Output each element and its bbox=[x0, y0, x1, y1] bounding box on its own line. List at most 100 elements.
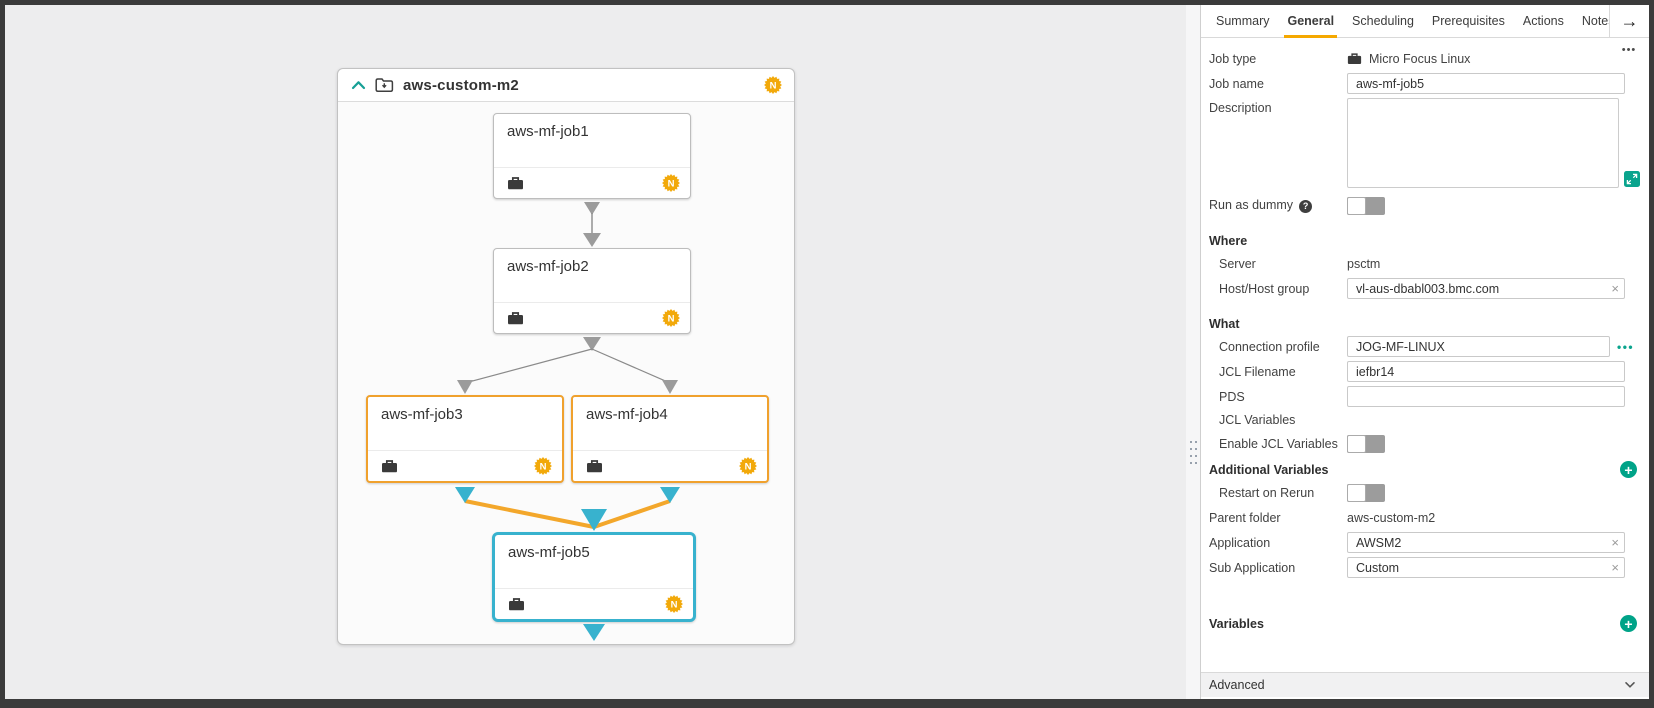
pds-label: PDS bbox=[1219, 389, 1245, 404]
new-status-badge-icon: N bbox=[764, 76, 782, 94]
job-footer: N bbox=[495, 588, 693, 619]
svg-text:N: N bbox=[745, 461, 752, 472]
tab-prerequisites[interactable]: Prerequisites bbox=[1431, 14, 1505, 28]
variables-section-header: Variables + bbox=[1209, 614, 1637, 634]
server-label: Server bbox=[1219, 256, 1256, 271]
job-type-row: Job type Micro Focus Linux bbox=[1209, 46, 1633, 71]
pds-row: PDS bbox=[1209, 384, 1633, 409]
host-input[interactable] bbox=[1347, 278, 1625, 299]
application-input[interactable] bbox=[1347, 532, 1625, 553]
panel-tabbar: Summary General Scheduling Prerequisites… bbox=[1201, 5, 1649, 38]
connection-profile-row: Connection profile ••• bbox=[1209, 334, 1633, 359]
folder-header[interactable]: aws-custom-m2 N bbox=[338, 69, 794, 102]
panel-header-actions: → ••• bbox=[1609, 5, 1649, 58]
job-node-aws-mf-job3[interactable]: aws-mf-job3 N bbox=[366, 395, 564, 483]
tab-notes[interactable]: Notes bbox=[1581, 14, 1615, 28]
job-node-aws-mf-job1[interactable]: aws-mf-job1 N bbox=[493, 113, 691, 199]
toggle-knob bbox=[1347, 196, 1366, 215]
sub-application-label: Sub Application bbox=[1209, 560, 1296, 575]
jcl-filename-label: JCL Filename bbox=[1219, 364, 1296, 379]
additional-variables-section-header: Additional Variables + bbox=[1209, 460, 1637, 480]
job-type-value: Micro Focus Linux bbox=[1369, 51, 1471, 66]
tab-general[interactable]: General bbox=[1278, 5, 1343, 38]
job-node-aws-mf-job2[interactable]: aws-mf-job2 N bbox=[493, 248, 691, 334]
properties-panel: → ••• Summary General Scheduling Prerequ… bbox=[1200, 5, 1649, 699]
server-value: psctm bbox=[1347, 256, 1381, 271]
jcl-variables-row: JCL Variables bbox=[1209, 409, 1633, 431]
advanced-label: Advanced bbox=[1209, 678, 1265, 692]
sub-application-row: Sub Application × bbox=[1209, 555, 1633, 580]
new-status-badge-icon: N bbox=[662, 309, 680, 327]
run-as-dummy-row: Run as dummy? bbox=[1209, 193, 1633, 218]
advanced-section-toggle[interactable]: Advanced bbox=[1201, 672, 1649, 697]
svg-text:N: N bbox=[668, 178, 675, 189]
panel-more-menu-button[interactable]: ••• bbox=[1621, 43, 1637, 56]
connection-profile-label: Connection profile bbox=[1219, 339, 1320, 354]
add-variable-button[interactable]: + bbox=[1620, 461, 1637, 478]
jcl-filename-input[interactable] bbox=[1347, 361, 1625, 382]
tab-scheduling[interactable]: Scheduling bbox=[1352, 14, 1414, 28]
pds-input[interactable] bbox=[1347, 386, 1625, 407]
chevron-up-icon[interactable] bbox=[351, 80, 366, 90]
run-as-dummy-label: Run as dummy? bbox=[1209, 198, 1347, 213]
job-title: aws-mf-job2 bbox=[507, 258, 589, 275]
application-row: Application × bbox=[1209, 530, 1633, 555]
collapse-panel-button[interactable]: → bbox=[1609, 5, 1649, 38]
svg-text:N: N bbox=[540, 461, 547, 472]
job-node-aws-mf-job5[interactable]: aws-mf-job5 N bbox=[492, 532, 696, 622]
briefcase-icon bbox=[507, 176, 524, 190]
panel-resize-gutter[interactable] bbox=[1186, 5, 1200, 699]
sub-application-input[interactable] bbox=[1347, 557, 1625, 578]
job-title: aws-mf-job4 bbox=[586, 406, 668, 423]
drag-handle-icon[interactable] bbox=[1190, 441, 1197, 469]
restart-on-rerun-label: Restart on Rerun bbox=[1219, 485, 1315, 500]
folder-title: aws-custom-m2 bbox=[403, 76, 519, 94]
enable-jcl-variables-label: Enable JCL Variables bbox=[1219, 436, 1338, 451]
description-textarea[interactable] bbox=[1347, 98, 1619, 188]
svg-text:N: N bbox=[668, 313, 675, 324]
job-name-input[interactable] bbox=[1347, 73, 1625, 94]
new-status-badge-icon: N bbox=[534, 457, 552, 475]
application-label: Application bbox=[1209, 535, 1271, 550]
job-title: aws-mf-job3 bbox=[381, 406, 463, 423]
enable-jcl-variables-toggle[interactable] bbox=[1347, 434, 1385, 453]
browse-profiles-button[interactable]: ••• bbox=[1617, 339, 1635, 354]
parent-folder-value: aws-custom-m2 bbox=[1347, 510, 1436, 525]
job-node-aws-mf-job4[interactable]: aws-mf-job4 N bbox=[571, 395, 769, 483]
restart-on-rerun-toggle[interactable] bbox=[1347, 483, 1385, 502]
job-name-row: Job name bbox=[1209, 71, 1633, 96]
what-section-header: What bbox=[1209, 317, 1240, 331]
briefcase-icon bbox=[507, 311, 524, 325]
description-row: Description bbox=[1209, 98, 1640, 188]
help-icon[interactable]: ? bbox=[1299, 199, 1313, 213]
toggle-knob bbox=[1347, 434, 1366, 453]
job-footer: N bbox=[494, 167, 690, 198]
host-row: Host/Host group × bbox=[1209, 276, 1633, 301]
where-section-header: Where bbox=[1209, 234, 1248, 248]
clear-icon[interactable]: × bbox=[1611, 281, 1619, 296]
job-title: aws-mf-job1 bbox=[507, 123, 589, 140]
expand-editor-icon[interactable] bbox=[1624, 171, 1640, 187]
restart-on-rerun-row: Restart on Rerun bbox=[1209, 480, 1633, 505]
tab-summary[interactable]: Summary bbox=[1216, 14, 1270, 28]
svg-text:N: N bbox=[770, 80, 777, 91]
connection-profile-input[interactable] bbox=[1347, 336, 1610, 357]
job-name-label: Job name bbox=[1209, 76, 1264, 91]
run-as-dummy-toggle[interactable] bbox=[1347, 196, 1385, 215]
job-title: aws-mf-job5 bbox=[508, 544, 590, 561]
svg-text:N: N bbox=[671, 599, 678, 610]
clear-icon[interactable]: × bbox=[1611, 560, 1619, 575]
add-variable-button[interactable]: + bbox=[1620, 615, 1637, 632]
jcl-variables-label: JCL Variables bbox=[1219, 413, 1296, 427]
briefcase-icon bbox=[1347, 52, 1362, 65]
tab-actions[interactable]: Actions bbox=[1522, 14, 1564, 28]
new-status-badge-icon: N bbox=[665, 595, 683, 613]
folder-icon bbox=[375, 77, 394, 93]
general-form: Job type Micro Focus Linux Job name Desc… bbox=[1201, 38, 1649, 634]
enable-jcl-variables-row: Enable JCL Variables bbox=[1209, 431, 1633, 456]
parent-folder-row: Parent folder aws-custom-m2 bbox=[1209, 505, 1633, 530]
briefcase-icon bbox=[508, 597, 525, 611]
clear-icon[interactable]: × bbox=[1611, 535, 1619, 550]
workflow-canvas[interactable]: aws-custom-m2 N aws-mf-job1 N aws-mf-job… bbox=[5, 5, 1186, 699]
chevron-down-icon bbox=[1624, 681, 1636, 689]
